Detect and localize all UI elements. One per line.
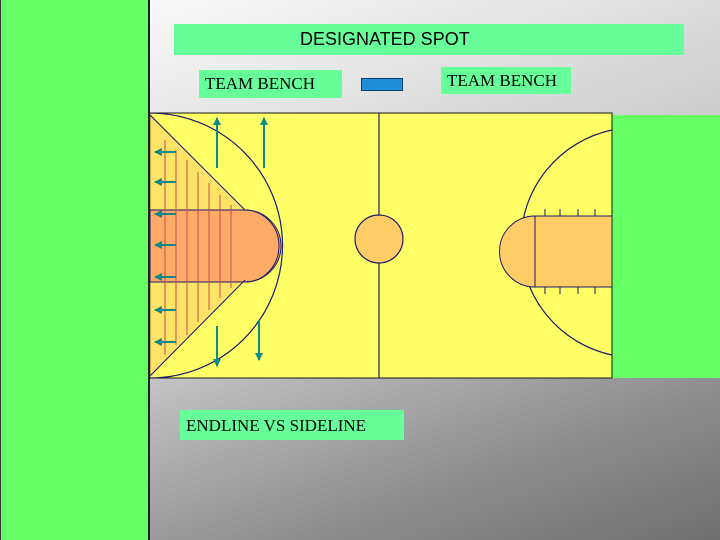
- team-bench-right-label: TEAM BENCH: [441, 67, 571, 94]
- team-bench-left-label: TEAM BENCH: [199, 70, 342, 98]
- left-key-ft-arc: [244, 209, 280, 283]
- left-three-point-arc: [150, 113, 284, 378]
- left-diagonal-bottom: [150, 279, 246, 377]
- designated-spot-marker: [361, 78, 403, 91]
- left-panel: [0, 0, 150, 540]
- endline-arrows: [154, 148, 176, 346]
- center-circle: [354, 214, 404, 264]
- right-panel: [612, 115, 720, 378]
- sideline-arrows: [213, 117, 268, 367]
- endline-vs-sideline-label: ENDLINE VS SIDELINE: [180, 410, 404, 440]
- right-lane-ticks: [544, 209, 596, 294]
- right-key: [499, 215, 612, 288]
- left-diagonal-top: [150, 114, 246, 211]
- page-title: DESIGNATED SPOT: [174, 24, 684, 55]
